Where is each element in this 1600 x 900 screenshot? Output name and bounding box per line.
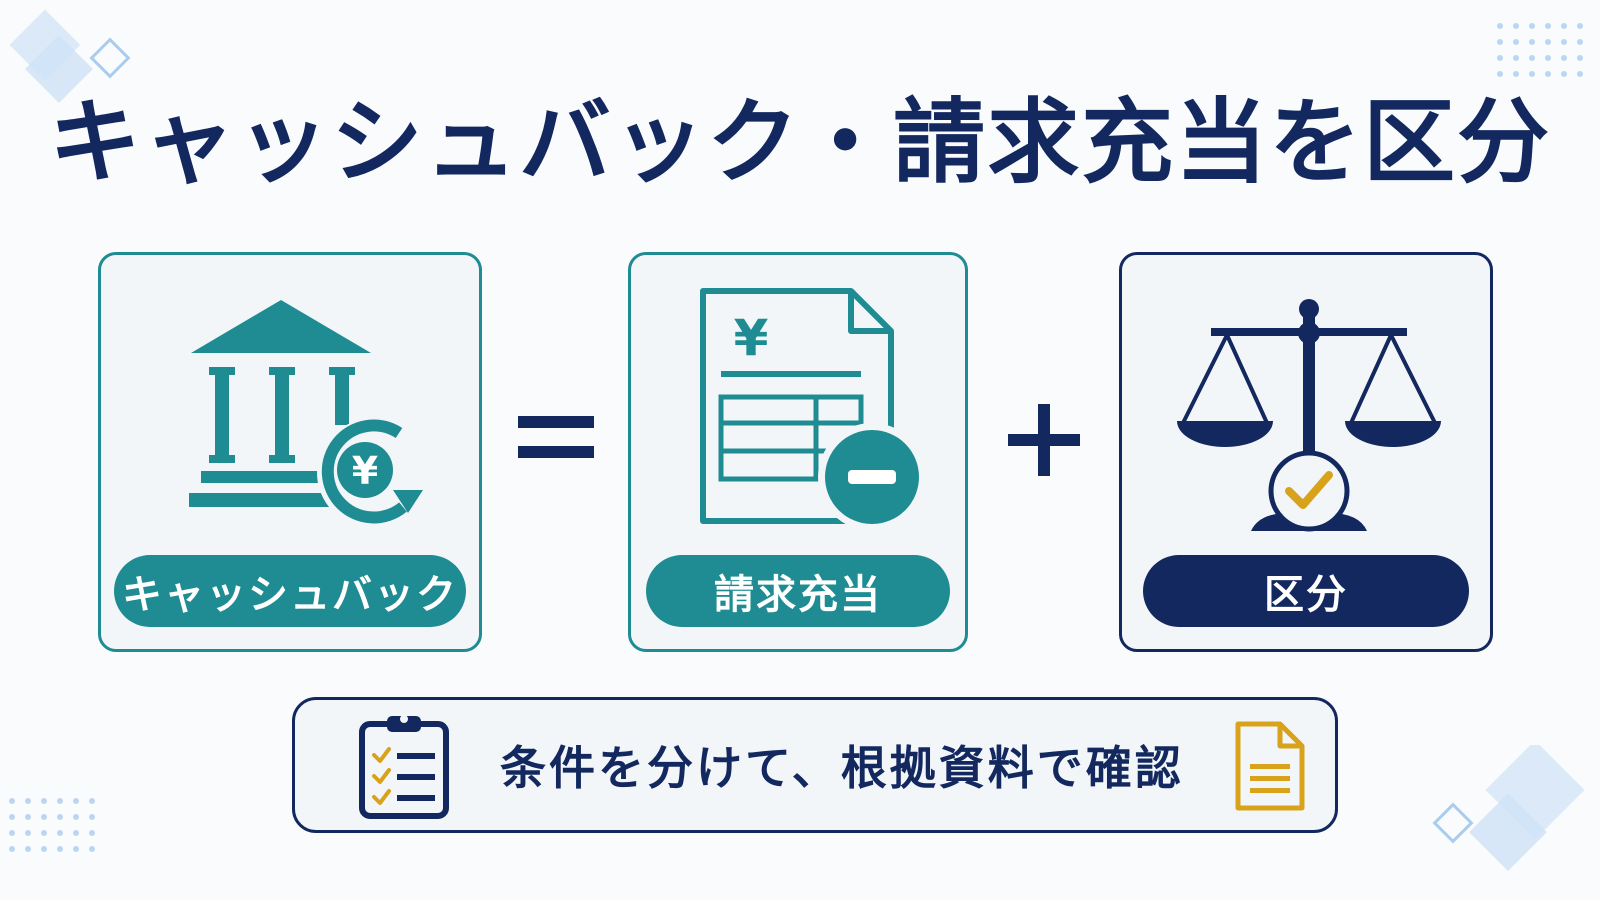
checklist-clipboard-icon: [359, 715, 449, 819]
classification-label: 区分: [1143, 555, 1469, 627]
billing-offset-label: 請求充当: [646, 555, 950, 627]
cashback-label: キャッシュバック: [114, 555, 466, 627]
note-text: 条件を分けて、根拠資料で確認: [500, 741, 1184, 795]
billing-offset-card: ¥ 請求充当: [628, 252, 968, 652]
confirmation-note: 条件を分けて、根拠資料で確認: [292, 697, 1338, 833]
bank-refund-icon: ¥: [189, 300, 425, 527]
corner-diamond-decoration-bottom-right: [1432, 745, 1585, 872]
balance-scale-icon: [1177, 299, 1441, 532]
dot-grid-decoration-bottom-left: [9, 798, 95, 852]
page-title: キャッシュバック・請求充当を区分: [48, 89, 1552, 196]
plus-sign: +: [1008, 404, 1080, 476]
document-icon: [1235, 721, 1305, 811]
cashback-card: ¥ キャッシュバック: [98, 252, 482, 652]
invoice-minus-icon: ¥: [700, 288, 926, 531]
corner-diamond-decoration-top-left: [9, 9, 131, 103]
equals-sign: =: [518, 416, 594, 458]
classification-card: 区分: [1119, 252, 1493, 652]
yen-sign: ¥: [352, 449, 378, 493]
yen-sign: ¥: [734, 309, 769, 367]
dot-grid-decoration-top-right: [1497, 23, 1583, 77]
